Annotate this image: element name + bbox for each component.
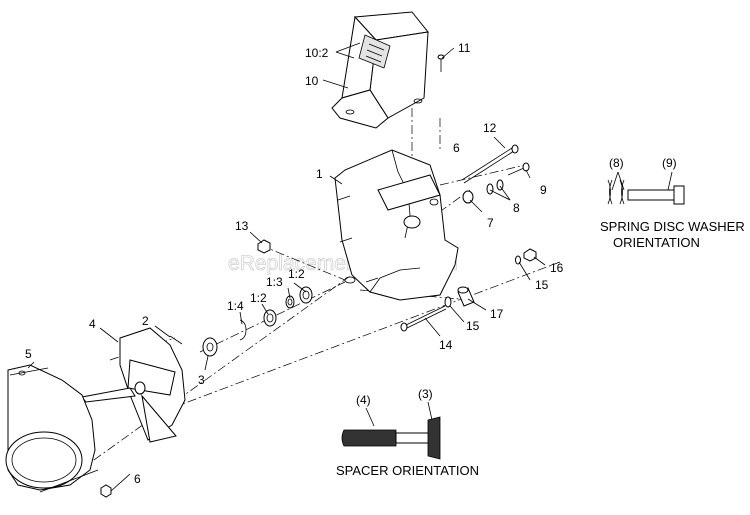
bolt-part-9 [507, 162, 530, 176]
callout-labels: 10:2 10 11 12 6 1 9 8 7 13 16 15 1:2 1:3… [25, 41, 564, 486]
callout-3: 3 [198, 373, 205, 387]
callout-1-4: 1:4 [227, 299, 244, 313]
callout-10-2: 10:2 [305, 46, 329, 60]
detail-label-4: (4) [356, 393, 371, 407]
callout-5: 5 [25, 347, 32, 361]
washer-part-15-mid [444, 296, 452, 308]
caption-spring-disc-line2: ORIENTATION [613, 235, 700, 250]
nut-part-6-bottom [100, 484, 112, 498]
nut-part-13 [257, 239, 271, 254]
caption-spacer: SPACER ORIENTATION [336, 463, 479, 478]
chute-part-10 [331, 11, 429, 129]
callout-1: 1 [316, 167, 323, 181]
outer-housing-part-5 [5, 364, 99, 493]
impeller-part-4 [81, 327, 186, 443]
detail-spacer: (4) (3) SPACER ORIENTATION [336, 387, 479, 478]
housing-part-1 [334, 149, 459, 301]
callout-11: 11 [458, 41, 471, 55]
callout-7: 7 [487, 216, 494, 230]
callout-1-3: 1:3 [266, 275, 283, 289]
callout-8: 8 [513, 201, 520, 215]
callout-6-bottom: 6 [134, 472, 141, 486]
ring-part-1-4 [239, 319, 247, 341]
detail-label-8: (8) [609, 156, 624, 170]
decal-part-10-2 [358, 34, 391, 69]
bearing-part-1-2 [263, 309, 277, 327]
callout-12: 12 [483, 121, 497, 135]
callout-4: 4 [89, 317, 96, 331]
callout-15-mid: 15 [466, 319, 480, 333]
spacer-part-17 [457, 286, 475, 307]
bolt-part-14 [400, 305, 447, 332]
callout-16: 16 [550, 261, 564, 275]
callout-6-top: 6 [453, 141, 460, 155]
callout-1-2-top: 1:2 [288, 267, 305, 281]
caption-spring-disc-line1: SPRING DISC WASHER [600, 219, 745, 234]
callout-1-2: 1:2 [250, 291, 267, 305]
callout-17: 17 [490, 307, 504, 321]
detail-spring-disc-washer: (8) (9) SPRING DISC WASHER ORIENTATION [600, 156, 745, 250]
bolt-part-12 [461, 144, 519, 184]
detail-label-3: (3) [418, 387, 433, 401]
bearing-part-1-2-top [299, 286, 313, 304]
bearing-stack [239, 286, 313, 341]
callout-10: 10 [305, 74, 319, 88]
washer-part-3 [202, 337, 218, 357]
callout-2: 2 [142, 314, 149, 328]
callout-13: 13 [235, 219, 249, 233]
callout-15-right: 15 [535, 278, 549, 292]
nut-part-16 [523, 248, 537, 262]
leader-lines [27, 42, 546, 492]
callout-14: 14 [439, 338, 453, 352]
detail-label-9: (9) [662, 156, 677, 170]
callout-9: 9 [540, 183, 547, 197]
washers-part-8 [486, 179, 504, 195]
pin-part-2 [169, 335, 183, 345]
